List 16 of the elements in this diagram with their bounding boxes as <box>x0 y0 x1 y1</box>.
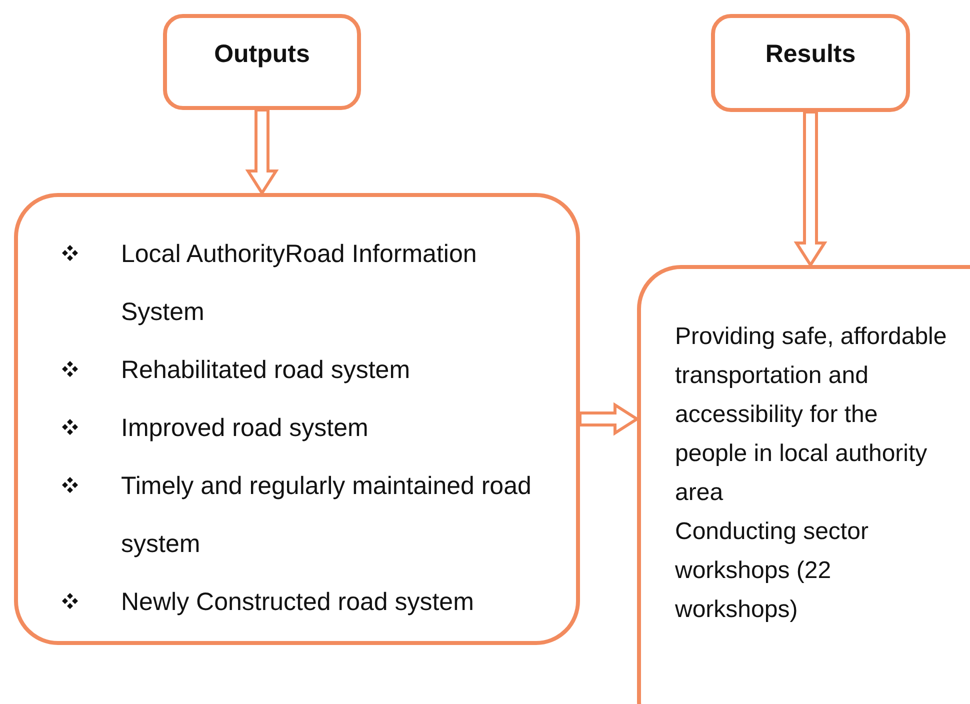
list-item: Timely and regularly maintained road system <box>121 471 532 560</box>
block-arrow <box>245 108 279 196</box>
heading: Outputs <box>213 39 311 69</box>
list-item: Local AuthorityRoad Information System <box>121 239 478 328</box>
block-arrow <box>794 110 828 268</box>
content-box <box>14 193 580 645</box>
list-item: Improved road system <box>121 413 368 444</box>
description-text: Conducting sector workshops (22 workshops) <box>675 517 870 625</box>
title-box <box>711 14 910 112</box>
heading: Results <box>764 39 857 69</box>
content-box <box>637 265 970 704</box>
description-text: Providing safe, affordable transportation and accessibility for the people in local authority area <box>675 322 948 508</box>
list-item: Rehabilitated road system <box>121 355 410 386</box>
title-box <box>163 14 361 110</box>
block-arrow <box>578 402 640 436</box>
list-item: Newly Constructed road system <box>121 587 474 618</box>
